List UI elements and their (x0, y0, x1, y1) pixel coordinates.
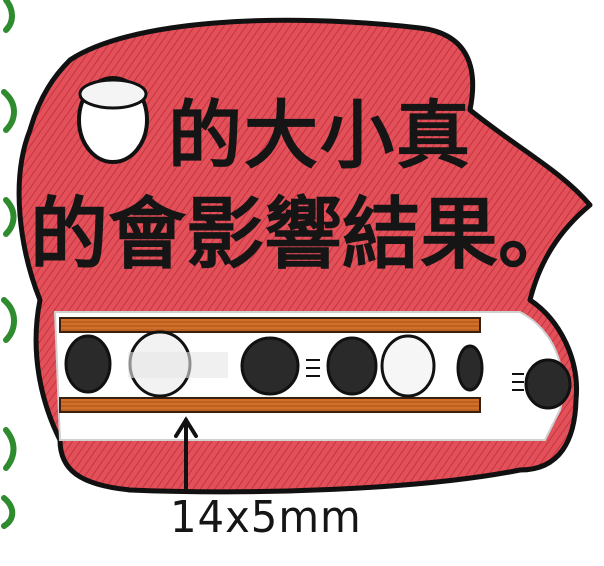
caption-line-2: 的會影響結果。 (30, 190, 577, 280)
bottom-strip (59, 397, 481, 413)
vine-decoration (1, 0, 17, 529)
white-bead (380, 334, 436, 398)
dark-bead (326, 336, 378, 396)
dimension-label: 14x5mm (170, 492, 362, 543)
bead-row (64, 330, 572, 410)
top-strip (59, 317, 481, 333)
bead-icon (77, 76, 149, 164)
dark-bead (64, 334, 112, 394)
caption-line-1: 的大小真 (168, 93, 472, 179)
dark-bead (456, 344, 484, 392)
up-arrow-icon (174, 416, 198, 490)
dark-bead (524, 358, 572, 410)
dark-bead (240, 336, 300, 396)
